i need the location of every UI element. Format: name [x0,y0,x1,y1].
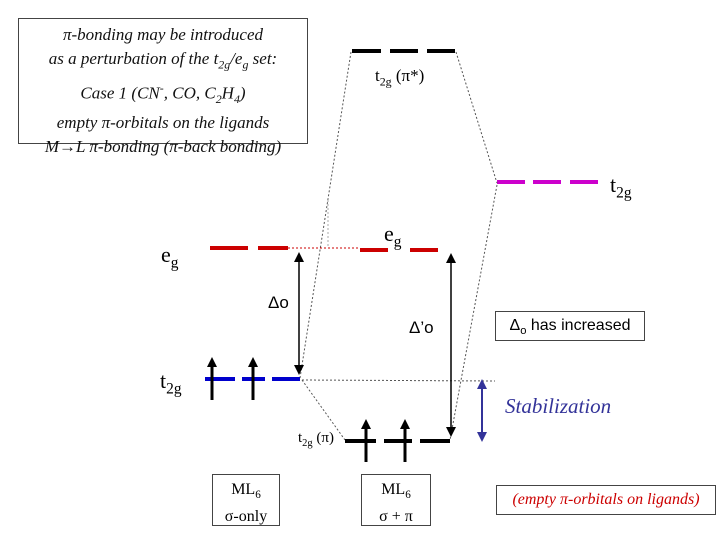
correlation-lines [299,51,498,441]
corr-line-1 [299,51,352,379]
t2g-left-electrons [207,357,258,400]
delta-o-prime-label: Δ’o [409,318,434,337]
stabilization-label: Stabilization [505,394,612,418]
intro-line-3: Case 1 (CN-, CO, C2H4) [80,81,246,107]
corr-line-3 [449,184,498,441]
corr-line-5 [301,379,496,382]
ml6-pi-subtitle: σ + π [379,508,413,526]
delta-increased-box: Δo has increased [495,311,645,341]
eg-mid-label: eg [384,221,402,251]
ml6-sigma-pi-box: ML6 σ + π [361,474,431,526]
intro-line-5: M→L π-bonding (π-back bonding) [44,137,282,157]
eg-left-label: eg [161,242,179,272]
corr-line-2 [455,51,498,184]
t2g-pistar-label: t2g (π*) [375,66,425,89]
intro-line-1: π-bonding may be introduced [62,25,264,44]
empty-pi-orbitals-note: (empty π-orbitals on ligands) [496,485,716,515]
ml6-pi-title: ML6 [381,481,411,502]
intro-text-box: π-bonding may be introduced as a perturb… [18,18,308,156]
t2g-pi-label: t2g (π) [298,430,334,449]
corr-line-4 [301,379,346,441]
intro-line-2: as a perturbation of the t2g/eg set: [48,49,278,72]
ml6-sigma-subtitle: σ-only [224,508,268,526]
ml6-sigma-title: ML6 [231,481,261,502]
delta-o-label: Δo [268,293,289,312]
t2g-right-label: t2g [610,172,632,202]
t2g-left-label: t2g [160,368,182,398]
intro-line-4: empty π-orbitals on the ligands [56,113,270,133]
t2g-pi-electrons [361,419,410,462]
ml6-sigma-box: ML6 σ-only [212,474,280,526]
